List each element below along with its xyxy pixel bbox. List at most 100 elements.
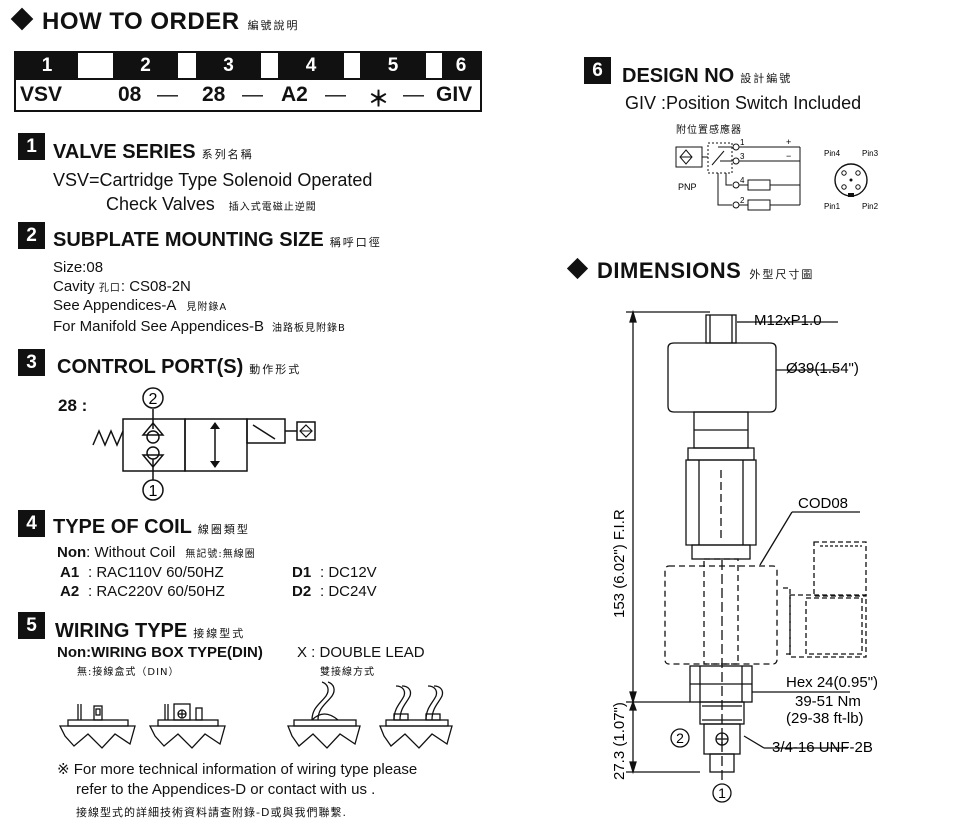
diamond-icon — [566, 257, 589, 280]
svg-text:+: + — [786, 137, 791, 147]
din-connector-ground-drawing — [148, 703, 226, 749]
bottom-thread-label: 3/4-16 UNF-2B — [772, 739, 873, 756]
wiring-option-double-lead-cjk: 雙接線方式 — [320, 667, 375, 678]
diamond-icon — [10, 7, 34, 31]
wiring-note-line-2: refer to the Appendices-D or contact wit… — [76, 781, 376, 798]
control-port-schematic: 2 1 — [92, 387, 316, 501]
double-lead-ground-drawing — [379, 685, 453, 749]
top-thread-label: M12xP1.0 — [754, 312, 822, 329]
port-1-label: 1 — [718, 785, 726, 801]
torque-nm-label: 39-51 Nm — [795, 693, 861, 710]
tube-body — [685, 459, 757, 546]
coil-option-a1: A1: RAC110V 60/50HZ — [60, 564, 224, 581]
cavity-label: COD08 — [798, 495, 848, 512]
wiring-option-din: Non:WIRING BOX TYPE(DIN) — [57, 644, 263, 661]
pin1-label: Pin1 — [824, 202, 841, 211]
bottom-length-label: 27.3 (1.07") — [611, 702, 628, 780]
wiring-note-line-1: ※ For more technical information of wiri… — [57, 761, 418, 778]
size-value: Size:08 — [53, 259, 104, 276]
valve-position-check — [122, 418, 186, 472]
order-number-4: 4 — [278, 53, 344, 78]
order-code-size: 08 — [118, 83, 142, 106]
section-4-number: 4 — [18, 510, 45, 537]
pnp-label: PNP — [678, 182, 697, 192]
svg-text:3: 3 — [740, 152, 745, 161]
torque-ftlb-label: (29-38 ft-lb) — [786, 710, 864, 727]
svg-text:2: 2 — [740, 196, 745, 205]
svg-text:4: 4 — [740, 176, 745, 185]
order-number-6: 6 — [442, 53, 480, 78]
pnp-sensor-schematic: PNP 1 3 4 2 + − — [675, 137, 801, 211]
order-code-design: GIV — [436, 83, 473, 106]
order-number-row: 1 2 3 4 5 6 — [16, 53, 480, 80]
order-separator: — — [157, 83, 178, 106]
order-code-table: 1 2 3 4 5 6 VSV 08 — 28 — A2 — ＊ — GIV — [14, 51, 482, 112]
port-2-label: 2 — [676, 730, 684, 746]
order-number-1: 1 — [16, 53, 78, 78]
svg-text:1: 1 — [740, 138, 745, 147]
spring-icon — [92, 429, 124, 447]
port-1-label: 1 — [149, 483, 158, 500]
section-2-number: 2 — [18, 222, 45, 249]
pin3-label: Pin3 — [862, 149, 879, 158]
wiring-option-din-cjk: 無:接線盒式（DIN） — [77, 667, 180, 678]
coil-body — [667, 342, 777, 413]
design-giv-description-cjk: 附位置感應器 — [676, 125, 742, 136]
coil-option-a2: A2: RAC220V 60/50HZ — [60, 583, 225, 600]
section-1-number: 1 — [18, 133, 45, 160]
svg-text:−: − — [786, 151, 791, 161]
pin4-label: Pin4 — [824, 149, 841, 158]
valve-series-description: VSV=Cartridge Type Solenoid Operated — [53, 170, 373, 190]
coil-connector — [789, 594, 867, 658]
order-separator: — — [242, 83, 263, 106]
section-3-number: 3 — [18, 349, 45, 376]
order-number-5: 5 — [360, 53, 426, 78]
valve-dimension-drawing: M12xP1.0 Ø39(1.54") COD08 Hex 24(0.95") … — [611, 309, 878, 803]
port-2-label: 2 — [149, 391, 158, 408]
din-connector-drawing — [58, 704, 136, 749]
design-giv-description: GIV :Position Switch Included — [625, 93, 862, 113]
double-lead-drawing — [287, 681, 361, 749]
diameter-label: Ø39(1.54") — [786, 360, 859, 377]
order-code-row: VSV 08 — 28 — A2 — ＊ — GIV — [16, 80, 480, 111]
section-3-title: CONTROL PORT(S)動作形式 — [57, 356, 302, 378]
port-1-circle — [142, 479, 164, 501]
section-6-number: 6 — [584, 57, 611, 84]
pin2-label: Pin2 — [862, 202, 879, 211]
wiring-option-double-lead: X : DOUBLE LEAD — [297, 644, 425, 661]
order-separator: — — [403, 83, 424, 106]
overall-length-label: 153 (6.02") F.I.R — [611, 509, 628, 618]
cavity-outline — [664, 565, 778, 665]
port-2-circle — [670, 728, 690, 748]
order-separator: — — [325, 83, 346, 106]
cavity-value: Cavity 孔口: CS08-2N — [53, 278, 191, 295]
coil-option-d1: D1: DC12V — [292, 564, 377, 581]
order-number-2: 2 — [113, 53, 178, 78]
control-port-code: 28 : — [58, 396, 88, 415]
port-1-circle — [712, 783, 732, 803]
order-code-series: VSV — [20, 83, 63, 106]
coil-option-d2: D2: DC24V — [292, 583, 377, 600]
wiring-note-line-3: 接線型式的詳細技術資料請查附錄-D或與我們聯繫. — [76, 806, 347, 819]
pin-connector-diagram: Pin4 Pin3 Pin1 Pin2 — [824, 149, 879, 211]
position-sensor-icon — [296, 421, 316, 441]
order-code-coil: A2 — [281, 83, 308, 106]
solenoid-icon — [246, 418, 286, 444]
port-2-circle — [142, 387, 164, 409]
order-number-3: 3 — [196, 53, 261, 78]
order-code-wiring: ＊ — [368, 88, 389, 111]
order-code-port: 28 — [202, 83, 226, 106]
page-title-cjk: 編號說明 — [247, 19, 300, 32]
wiring-type-drawings — [58, 681, 453, 749]
